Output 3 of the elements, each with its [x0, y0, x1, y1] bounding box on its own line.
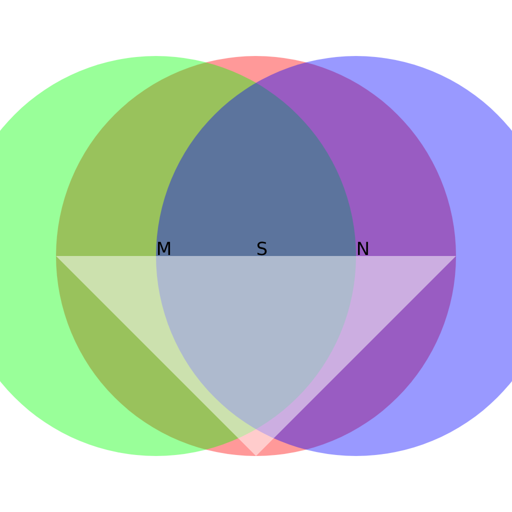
point-label: M	[156, 241, 172, 259]
point-label: S	[256, 241, 268, 259]
point-label: N	[356, 241, 370, 259]
